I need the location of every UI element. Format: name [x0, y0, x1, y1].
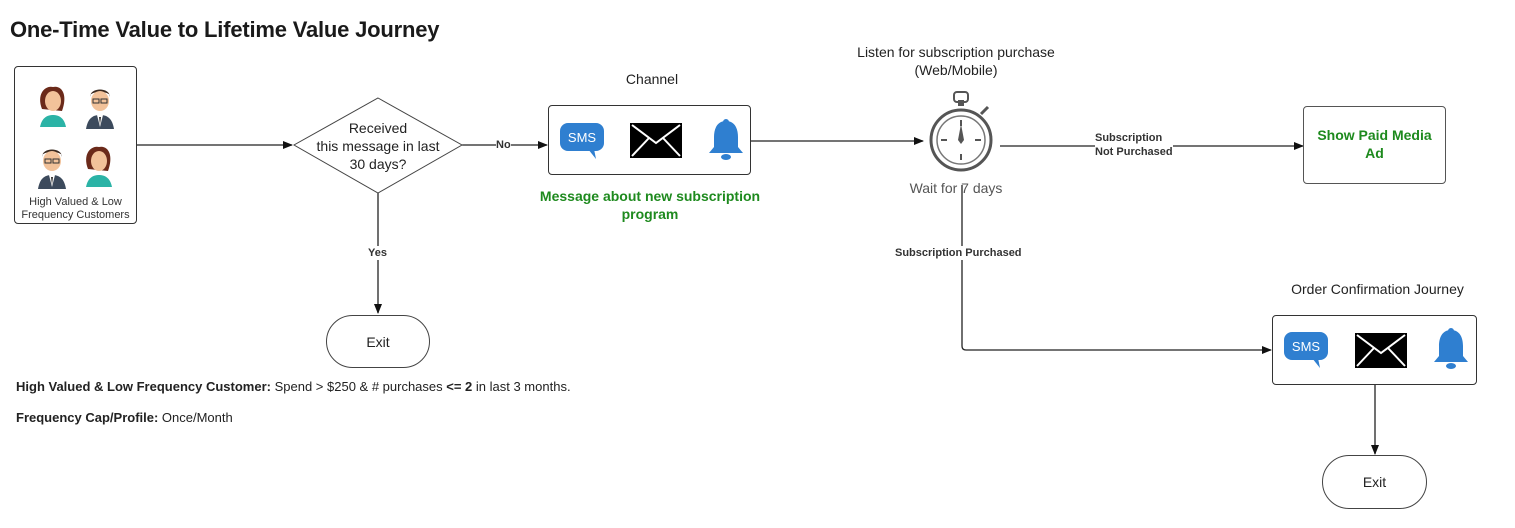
audience-box: High Valued & Low Frequency Customers — [14, 66, 137, 224]
paid-media-box: Show Paid Media Ad — [1303, 106, 1446, 184]
person-female-icon — [40, 86, 66, 127]
audience-label-line2: Frequency Customers — [21, 209, 130, 221]
listen-line1: Listen for subscription purchase — [857, 44, 1055, 60]
envelope-icon — [1355, 333, 1407, 368]
branch-purchased: Subscription Purchased — [895, 246, 1022, 260]
envelope-icon — [630, 123, 682, 158]
bell-icon — [709, 119, 743, 160]
listen-heading: Listen for subscription purchase (Web/Mo… — [836, 43, 1076, 79]
audience-label-line1: High Valued & Low — [29, 196, 122, 208]
order-heading: Order Confirmation Journey — [1291, 281, 1464, 297]
person-male-icon — [38, 149, 66, 189]
branch-not-purchased-line1: Subscription — [1095, 132, 1163, 144]
edge-label-no: No — [496, 138, 511, 152]
definition-note-text1: Spend > $250 & # purchases — [270, 379, 447, 394]
sms-icon-text: SMS — [568, 130, 597, 145]
branch-not-purchased-line2: Not Purchased — [1095, 146, 1173, 158]
decision-line2: this message in last — [316, 138, 440, 154]
edge-purchased — [961, 185, 1272, 354]
definition-note-text2: in last 3 months. — [472, 379, 571, 394]
stopwatch-icon — [929, 91, 993, 172]
person-female-icon — [86, 146, 112, 187]
branch-not-purchased: Subscription Not Purchased — [1095, 131, 1173, 159]
listen-line2: (Web/Mobile) — [914, 62, 998, 78]
definition-note-operator: <= 2 — [446, 379, 473, 394]
wait-label: Wait for 7 days — [909, 180, 1003, 196]
audience-icons — [38, 86, 114, 189]
frequency-cap-label: Frequency Cap/Profile: — [16, 410, 159, 425]
exit-node-2: Exit — [1322, 455, 1427, 509]
page-title: One-Time Value to Lifetime Value Journey — [10, 17, 440, 42]
decision-line3: 30 days? — [349, 156, 407, 172]
paid-media-line1: Show Paid Media — [1317, 127, 1432, 143]
frequency-cap-note: Frequency Cap/Profile: Once/Month — [16, 410, 233, 425]
exit-node-1: Exit — [326, 315, 430, 368]
decision-text: Received this message in last 30 days? — [298, 119, 458, 173]
sms-icon-text: SMS — [1292, 339, 1321, 354]
sms-icon: SMS — [1284, 332, 1328, 368]
channel-heading: Channel — [625, 71, 679, 87]
definition-note: High Valued & Low Frequency Customer: Sp… — [16, 379, 571, 394]
decision-diamond — [292, 97, 464, 194]
frequency-cap-text: Once/Month — [158, 410, 233, 425]
order-box: SMS — [1272, 315, 1477, 385]
channel-box: SMS — [548, 105, 751, 175]
sms-icon: SMS — [560, 123, 604, 159]
channel-caption: Message about new subscription program — [525, 187, 775, 223]
decision-line1: Received — [348, 120, 408, 136]
edge-label-yes: Yes — [368, 246, 387, 260]
bell-icon — [1434, 328, 1468, 369]
person-male-icon — [86, 89, 114, 129]
paid-media-line2: Ad — [1365, 145, 1384, 161]
channel-caption-line1: Message about new subscription — [539, 188, 761, 204]
channel-caption-line2: program — [621, 206, 679, 222]
definition-note-label: High Valued & Low Frequency Customer: — [16, 379, 271, 394]
